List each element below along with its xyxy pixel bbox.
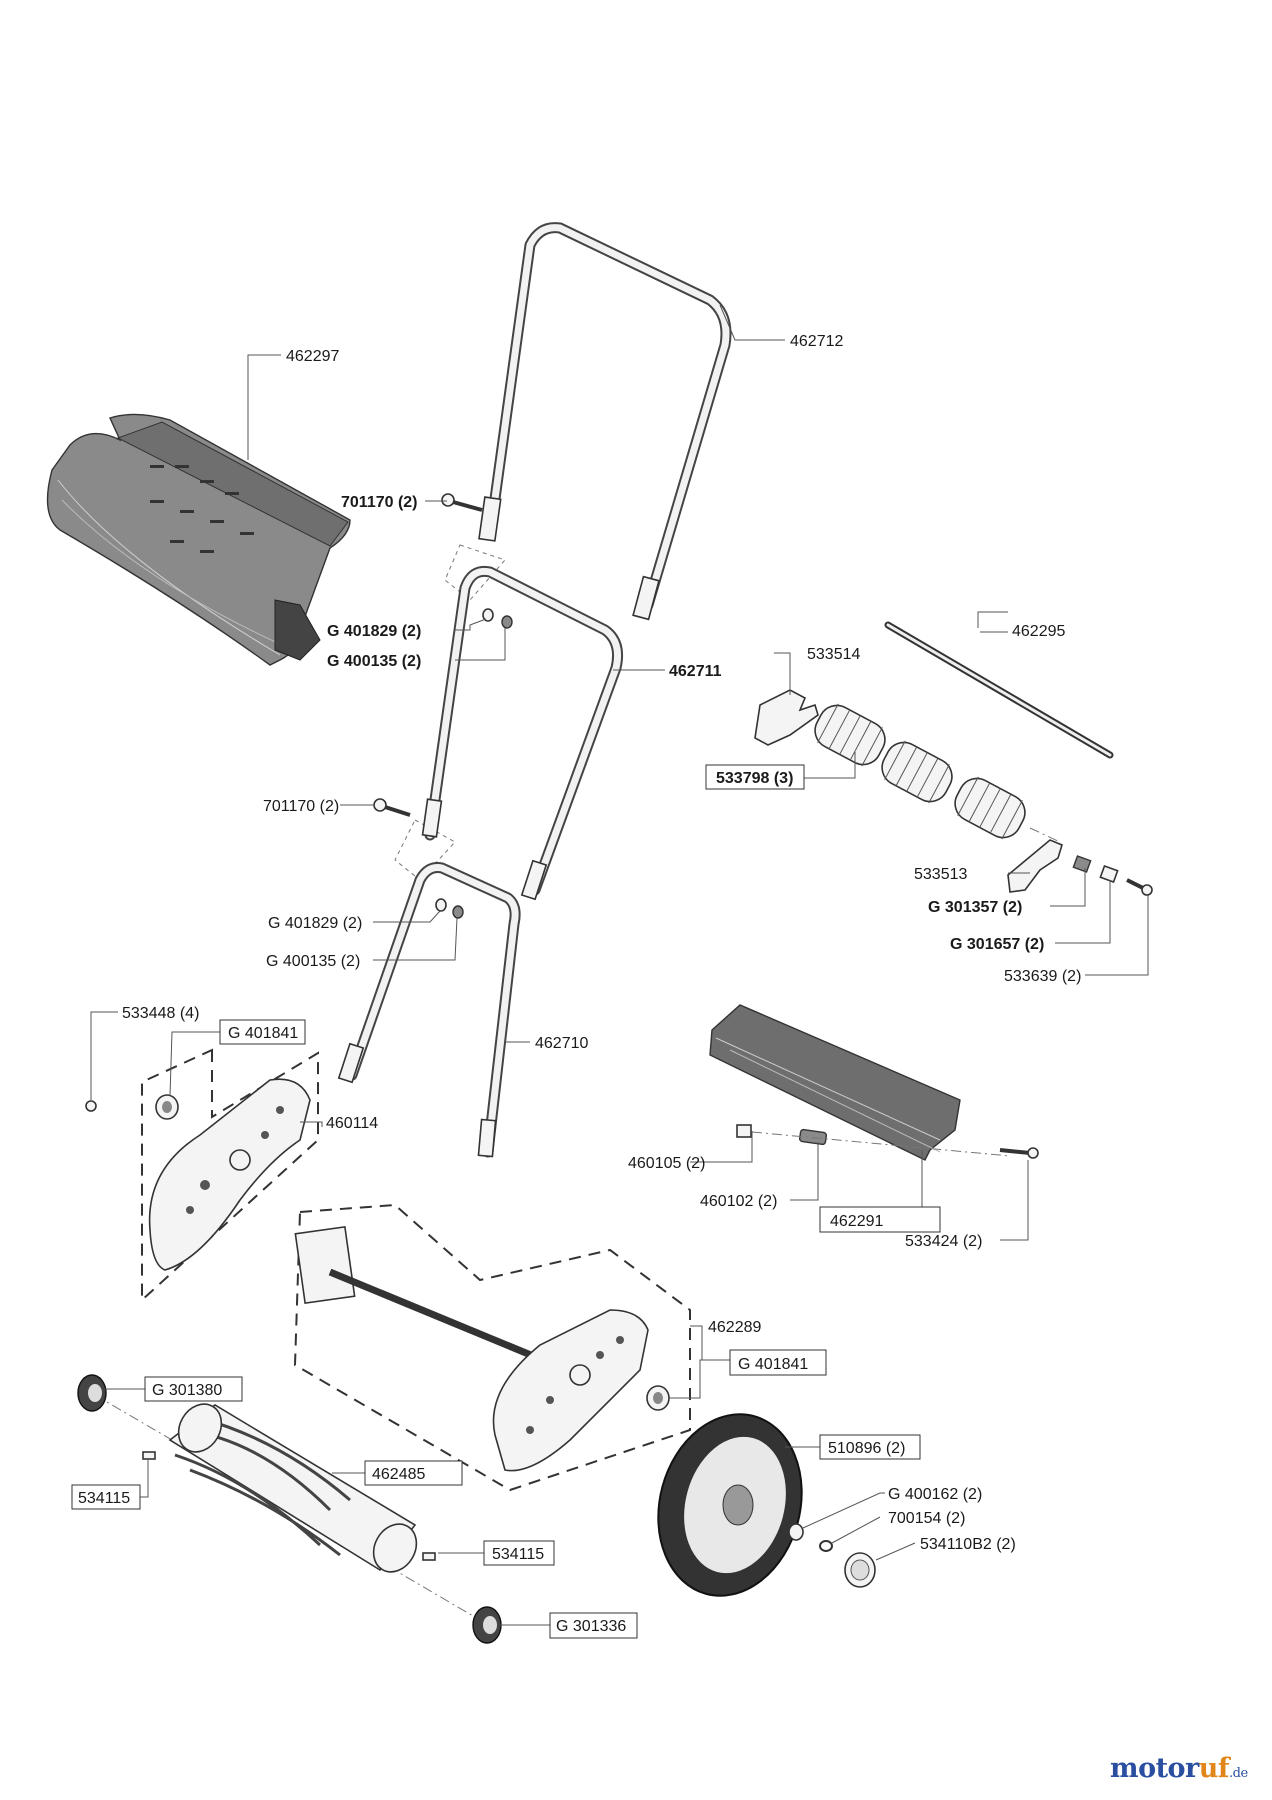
nut-g400135-mid	[452, 905, 464, 919]
assembly-outline	[293, 1203, 691, 1492]
hubcap-534110b2	[844, 1552, 876, 1588]
label-533798: 533798 (3)	[716, 770, 793, 787]
screw-533424	[999, 1147, 1039, 1159]
bearing-g401841-left	[155, 1094, 179, 1120]
gear-g301336	[472, 1606, 502, 1644]
label-box	[144, 1376, 243, 1402]
handle-upper	[478, 222, 732, 621]
label-g301336: G 301336	[556, 1618, 626, 1635]
label-g400135-top: G 400135 (2)	[327, 653, 421, 670]
key-534115-left	[142, 1451, 156, 1460]
label-g301657: G 301657 (2)	[950, 936, 1044, 953]
washer-g400162	[788, 1523, 804, 1541]
washer-g401829-mid	[435, 898, 447, 912]
label-533513: 533513	[914, 866, 967, 883]
key-534115-right	[422, 1552, 436, 1561]
label-box	[71, 1484, 141, 1510]
bolt-701170-mid	[373, 798, 411, 817]
handle-middle	[421, 565, 624, 901]
label-533514: 533514	[807, 646, 860, 663]
spring-g301357	[1072, 855, 1092, 873]
label-g401841-right: G 401841	[738, 1356, 808, 1373]
label-462291: 462291	[830, 1213, 883, 1230]
frame-462289	[294, 1225, 649, 1472]
sleeve-g301657	[1099, 864, 1119, 884]
label-box	[549, 1612, 638, 1639]
label-box	[364, 1460, 463, 1486]
roller-533798	[814, 703, 1026, 840]
assembly-axis	[751, 1131, 1011, 1157]
label-g401829-top: G 401829 (2)	[327, 623, 421, 640]
roller-bracket-533513	[1007, 839, 1063, 893]
label-462710: 462710	[535, 1035, 588, 1052]
label-box	[729, 1349, 827, 1376]
label-462295: 462295	[1012, 623, 1065, 640]
label-g401829-mid: G 401829 (2)	[268, 915, 362, 932]
assembly-guide	[444, 544, 506, 601]
label-g301380: G 301380	[152, 1382, 222, 1399]
label-534110b2: 534110B2 (2)	[920, 1536, 1016, 1553]
washer-g401829-top	[482, 608, 494, 622]
wheel-510896	[657, 1413, 803, 1597]
label-460102: 460102 (2)	[700, 1193, 777, 1210]
label-g400162: G 400162 (2)	[888, 1486, 982, 1503]
label-g401841-left: G 401841	[228, 1025, 298, 1042]
label-701170-top: 701170 (2)	[341, 494, 418, 511]
label-g301357: G 301357 (2)	[928, 899, 1022, 916]
brand-suffix: .de	[1229, 1766, 1248, 1781]
cutter-bar-462291	[709, 1004, 961, 1161]
brand-name-a: motor	[1110, 1753, 1199, 1784]
label-462297: 462297	[286, 348, 339, 365]
label-700154: 700154 (2)	[888, 1510, 965, 1527]
grass-box	[46, 413, 351, 666]
screw-533448	[85, 1100, 97, 1112]
rod-462295	[884, 621, 1114, 759]
assembly-axis	[1029, 827, 1061, 843]
brand-logo: motoruf.de	[1110, 1753, 1248, 1784]
label-533424: 533424 (2)	[905, 1233, 982, 1250]
label-g400135-mid: G 400135 (2)	[266, 953, 360, 970]
gear-g301380	[77, 1374, 107, 1412]
label-534115-left: 534115	[78, 1490, 130, 1507]
label-462485: 462485	[372, 1466, 425, 1483]
label-533639: 533639 (2)	[1004, 968, 1081, 985]
label-534115-right: 534115	[492, 1546, 544, 1563]
nut-g400135-top	[501, 615, 513, 629]
screw-533639	[1126, 878, 1153, 896]
roller-bracket-533514	[754, 689, 819, 746]
nut-460105	[736, 1124, 752, 1138]
label-460114: 460114	[326, 1115, 378, 1132]
assembly-outline	[141, 1048, 319, 1303]
bolt-701170-top	[441, 493, 483, 512]
label-box	[705, 764, 805, 790]
label-box	[483, 1540, 555, 1566]
label-460105: 460105 (2)	[628, 1155, 705, 1172]
label-533448: 533448 (4)	[122, 1005, 199, 1022]
handle-lower	[337, 862, 521, 1158]
cylinder-462485	[94, 1394, 481, 1621]
label-701170-mid: 701170 (2)	[263, 798, 339, 815]
label-462289: 462289	[708, 1319, 761, 1336]
label-box	[819, 1434, 921, 1460]
brand-name-b: uf	[1198, 1753, 1230, 1784]
label-box	[819, 1206, 941, 1233]
side-plate-460114	[148, 1078, 311, 1271]
label-462711: 462711	[669, 663, 722, 680]
bearing-g401841-right	[646, 1385, 670, 1411]
label-510896: 510896 (2)	[828, 1440, 905, 1457]
spring-460102	[798, 1128, 828, 1146]
label-462712: 462712	[790, 333, 843, 350]
clip-700154	[819, 1540, 833, 1552]
label-box	[219, 1019, 306, 1045]
